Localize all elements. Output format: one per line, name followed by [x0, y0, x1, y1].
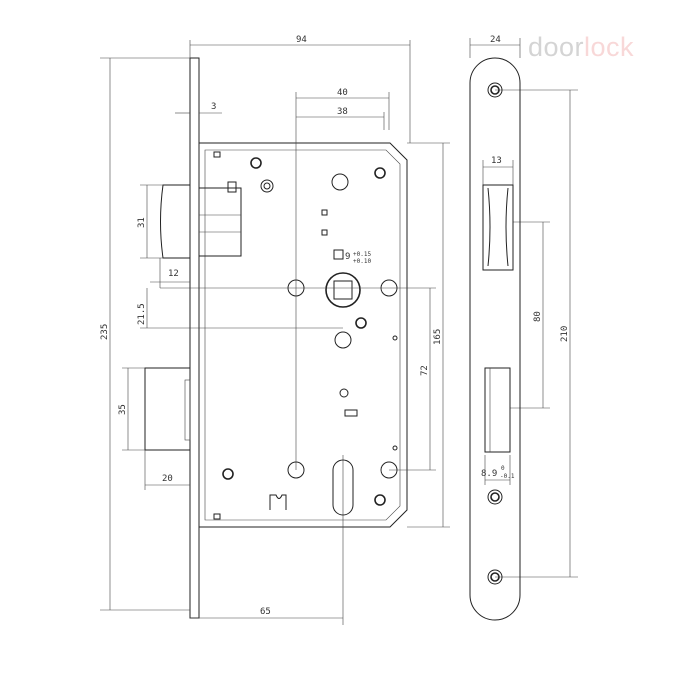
dim-24: 24: [490, 35, 501, 45]
spindle-hub: [325, 272, 361, 308]
dim-210: 210: [560, 326, 570, 342]
dim-9-tol-upper: +0.15: [353, 251, 371, 258]
dim-165: 165: [433, 329, 443, 345]
dim-9: 9: [345, 252, 350, 262]
dim-35: 35: [118, 404, 128, 415]
logo-part-door: door: [528, 32, 585, 62]
dim-65: 65: [260, 607, 271, 617]
dim-80: 80: [533, 311, 543, 322]
dim-72: 72: [420, 365, 430, 376]
dim-3: 3: [211, 102, 216, 112]
dim-40: 40: [337, 88, 348, 98]
strike-plate: [469, 57, 521, 621]
lock-case: [199, 142, 408, 528]
spindle-square: [333, 280, 353, 300]
deadbolt: [144, 367, 191, 451]
dim-9-tol-lower: +0.10: [353, 258, 371, 265]
case-inner-edge: [204, 149, 401, 521]
dim-235: 235: [100, 324, 110, 340]
dim-94: 94: [296, 35, 307, 45]
dim-12: 12: [168, 269, 179, 279]
latch: [160, 184, 190, 259]
faceplate: [189, 57, 200, 619]
doorlock-logo: doorlock: [528, 32, 634, 63]
cylinder-cutout: [332, 459, 354, 516]
dim-8-9-tol-upper: 0: [501, 465, 505, 472]
dim-38: 38: [337, 107, 348, 117]
dimension-lines: [100, 38, 578, 625]
strike-bolt-slot: [484, 367, 511, 453]
strike-screw-holes: [487, 82, 503, 585]
dim-20: 20: [162, 474, 173, 484]
dim-21-5: 21.5: [137, 303, 147, 325]
dim-31: 31: [137, 217, 147, 228]
dim-8-9-tol-lower: -0.1: [500, 473, 515, 480]
latch-body: [198, 187, 242, 257]
strike-latch-slot: [482, 184, 514, 271]
logo-part-lock: lock: [584, 32, 635, 62]
dim-13: 13: [491, 156, 502, 166]
dim-8-9: 8.9: [481, 469, 497, 479]
